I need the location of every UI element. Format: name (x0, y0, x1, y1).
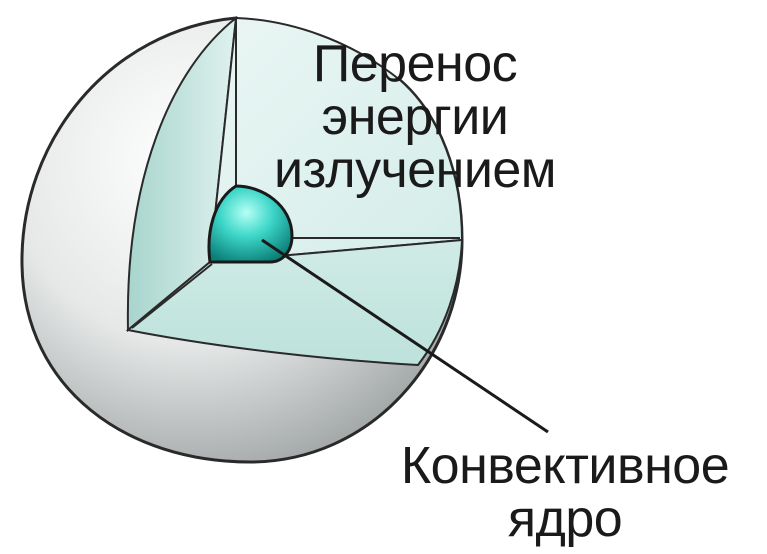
convective-core-label: Конвективное ядро (370, 440, 760, 546)
radiative-label-line-3: излучением (250, 144, 580, 197)
core-label-line-2: ядро (370, 493, 760, 546)
radiative-label-line-2: энергии (250, 91, 580, 144)
radiative-label-line-1: Перенос (250, 38, 580, 91)
radiative-zone-label: Перенос энергии излучением (250, 38, 580, 197)
core-label-line-1: Конвективное (370, 440, 760, 493)
